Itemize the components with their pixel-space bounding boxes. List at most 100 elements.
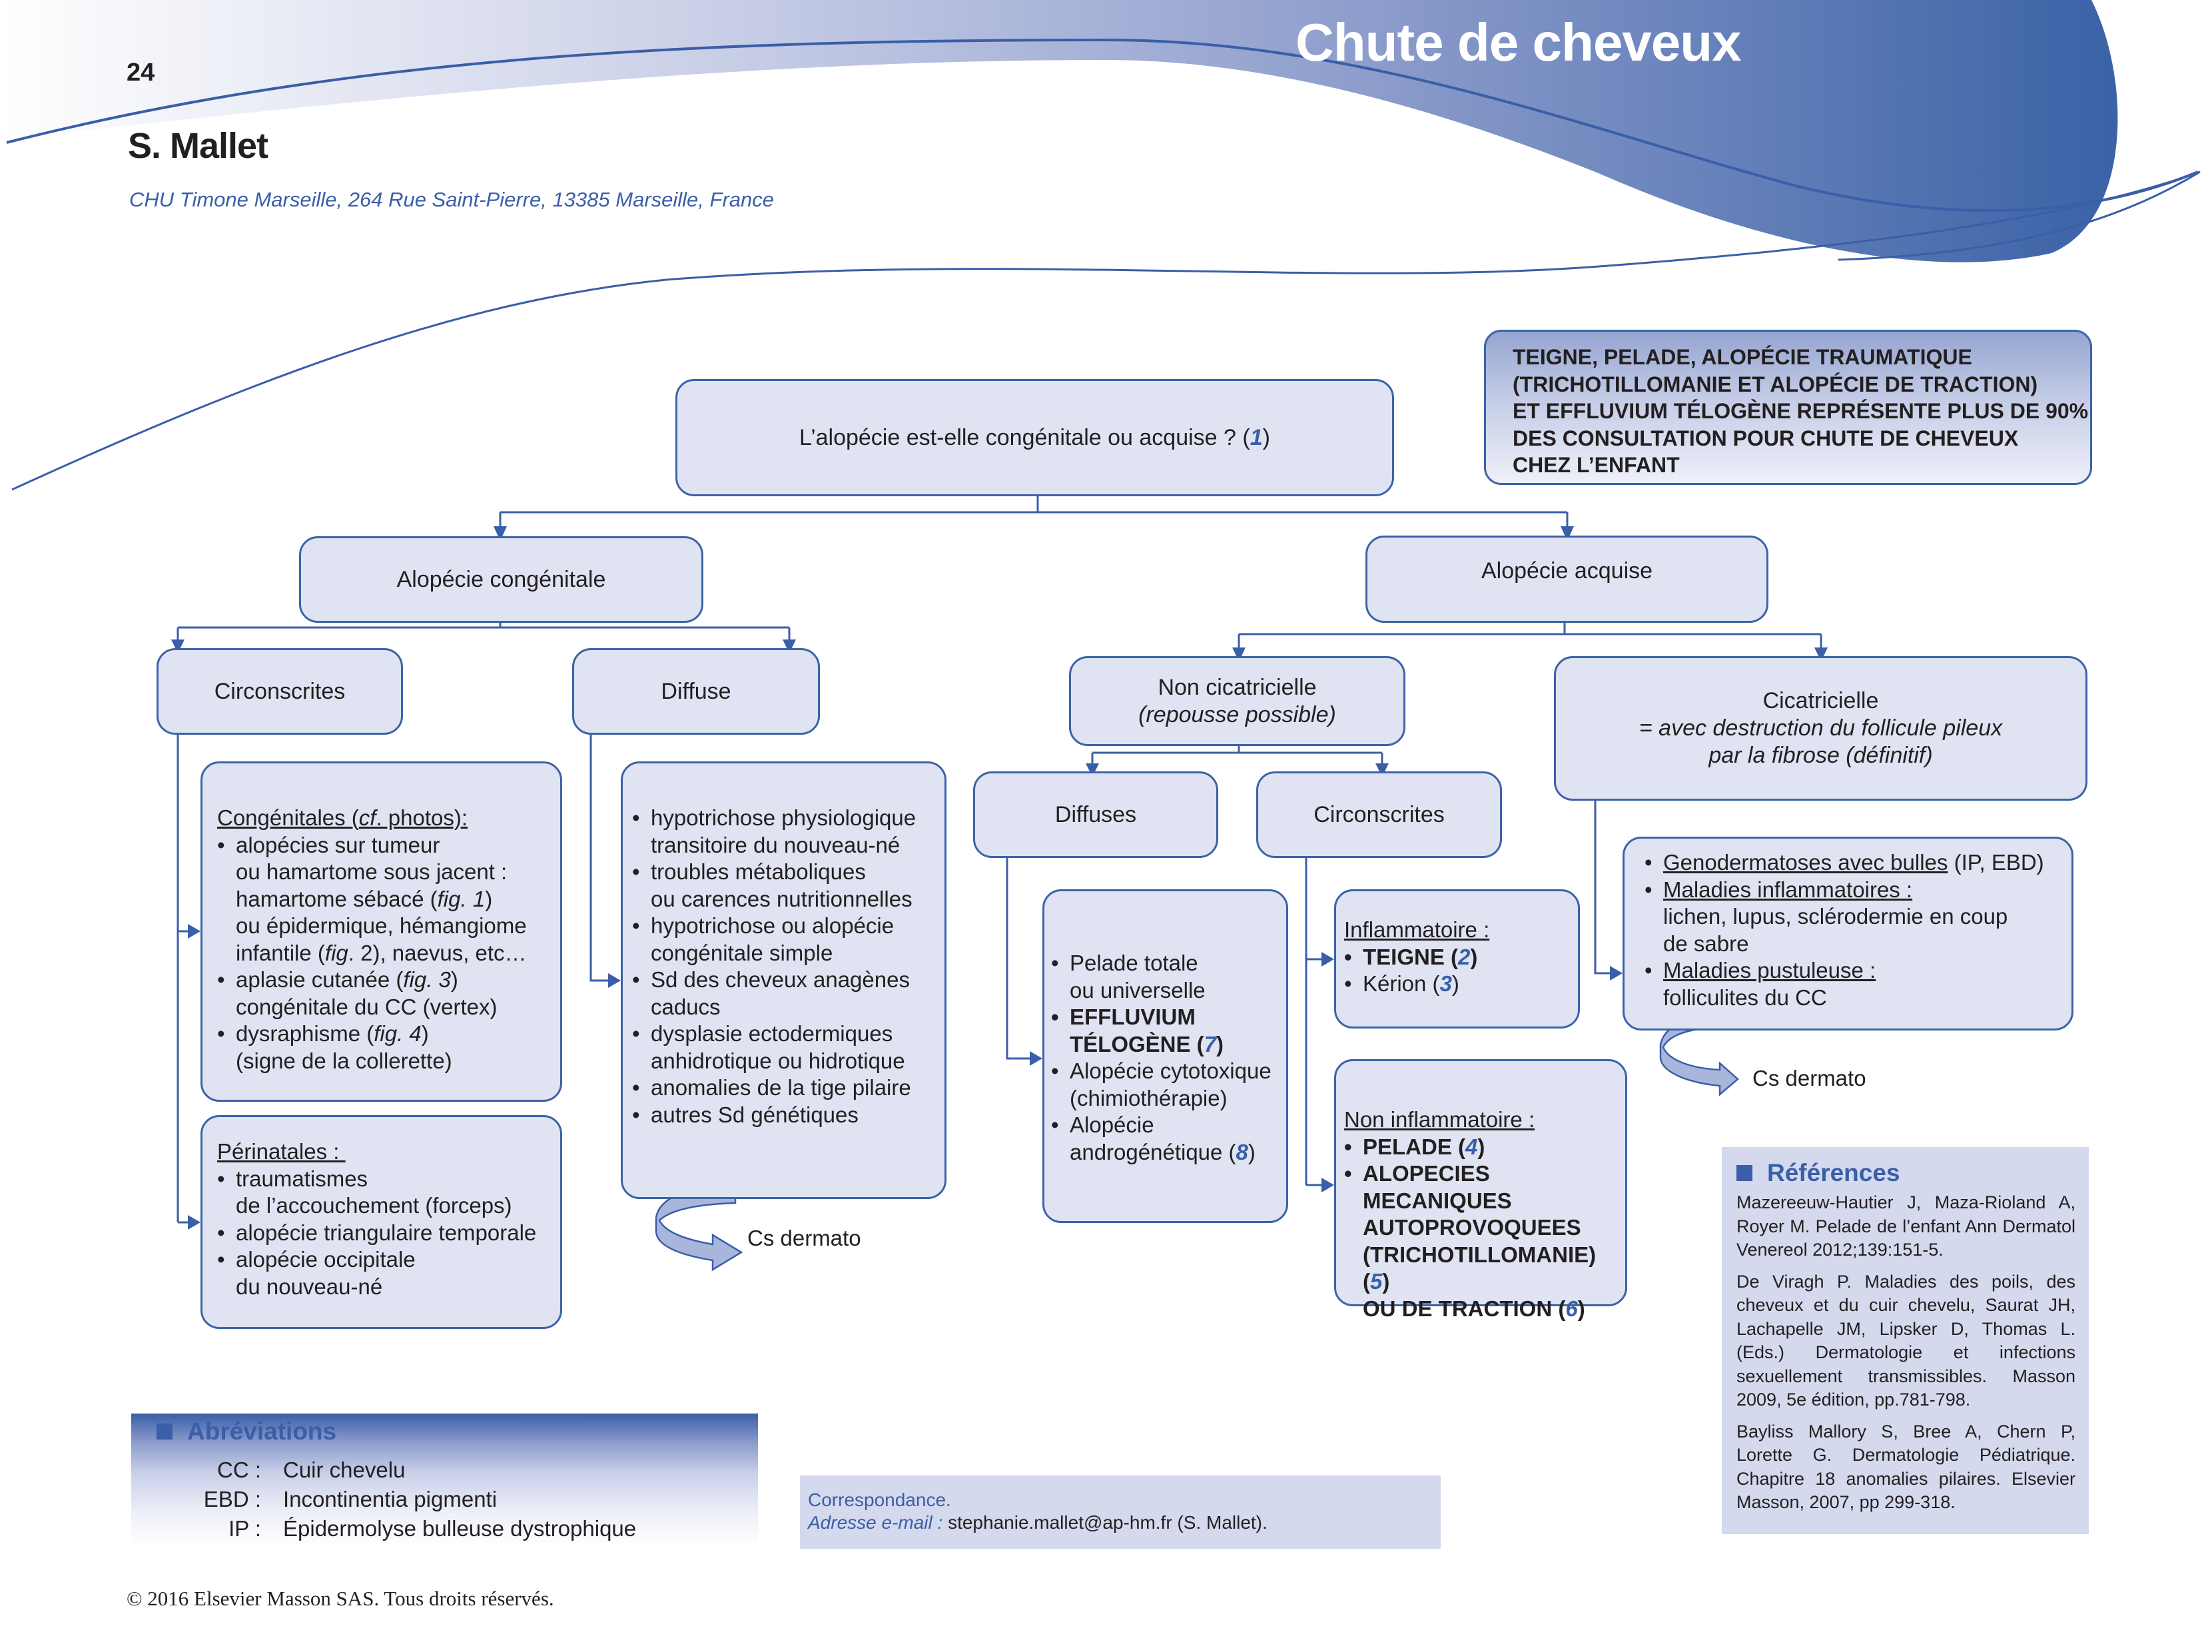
non-cicatricielle-label: Non cicatricielle — [1158, 674, 1317, 700]
page-number: 24 — [127, 59, 155, 87]
list-item: alopécies sur tumeur ou hamartome sous j… — [217, 832, 560, 967]
reference-link[interactable]: 5 — [1370, 1269, 1383, 1294]
acquise-box: Alopécie acquise — [1365, 536, 1768, 623]
list-item: Genodermatoses avec bulles (IP, EBD) — [1645, 849, 2071, 877]
acquise-label: Alopécie acquise — [1481, 558, 1653, 584]
cicatricielle-line3: par la fibrose (définitif) — [1708, 743, 1933, 768]
list-item: Alopécie cytotoxique(chimiothérapie) — [1051, 1058, 1286, 1112]
note-line: CHEZ L’ENFANT — [1513, 453, 1680, 477]
arrowhead — [1321, 1178, 1334, 1192]
line-diffuses — [1006, 858, 1032, 1060]
inflammatoire-box: Inflammatoire : TEIGNE (2) Kérion (3) — [1334, 889, 1580, 1029]
arrowhead — [1561, 526, 1574, 541]
root-question: L’alopécie est-elle congénitale ou acqui… — [799, 424, 1270, 450]
diffuses-label: Diffuses — [1054, 801, 1137, 827]
list-item: aplasie cutanée (fig. 3) congénitale du … — [217, 967, 560, 1021]
line-diffuse — [589, 735, 609, 982]
list-item: anomalies de la tige pilaire — [632, 1074, 944, 1102]
arrowheads — [171, 526, 1828, 1230]
reference-link[interactable]: 2 — [1458, 944, 1471, 969]
list-item: autres Sd génétiques — [632, 1102, 944, 1129]
non-cicatricielle-box: Non cicatricielle (repousse possible) — [1069, 656, 1405, 746]
circonscrites-box: Circonscrites — [157, 648, 403, 735]
list-item: TEIGNE (2) — [1344, 944, 1578, 971]
cs-dermato-label: Cs dermato — [1752, 1066, 1866, 1090]
reference-link[interactable]: 1 — [1250, 424, 1263, 450]
arrowhead — [1232, 647, 1246, 661]
connector-non-cicatricielle — [1092, 746, 1382, 754]
reference-link[interactable]: 4 — [1465, 1134, 1478, 1159]
arrowhead — [1814, 647, 1828, 661]
reference-link[interactable]: 6 — [1565, 1296, 1578, 1321]
square-bullet-icon — [1736, 1165, 1752, 1181]
circonscrites-acquise-box: Circonscrites — [1256, 771, 1502, 858]
note-line: TEIGNE, PELADE, ALOPÉCIE TRAUMATIQUE — [1513, 345, 1972, 369]
header-curve-line-1 — [6, 38, 2199, 212]
connector-congenitale — [178, 623, 789, 629]
non-inflammatoire-heading: Non inflammatoire : — [1344, 1107, 1535, 1132]
reference-item: Bayliss Mallory S, Bree A, Chern P, Lore… — [1736, 1421, 2075, 1513]
reference-link[interactable]: 8 — [1236, 1139, 1248, 1164]
list-item: Maladies inflammatoires :lichen, lupus, … — [1645, 877, 2071, 958]
cicatricielle-label: Cicatricielle — [1762, 688, 1879, 713]
list-item: alopécie triangulaire temporale — [217, 1220, 560, 1247]
figure-ref: fig. 4 — [374, 1021, 422, 1046]
copyright-footer: © 2016 Elsevier Masson SAS. Tous droits … — [127, 1587, 554, 1610]
perinatales-heading: Périnatales : — [217, 1139, 346, 1164]
arrowhead — [783, 639, 796, 653]
cicatricielle-box: Cicatricielle = avec destruction du foll… — [1554, 656, 2087, 801]
arrowhead — [1030, 1051, 1042, 1066]
figure-ref: fig. 3 — [403, 967, 451, 992]
reference-item: Mazereeuw-Hautier J, Maza-Rioland A, Roy… — [1736, 1192, 2075, 1260]
diffuse-label: Diffuse — [661, 678, 731, 704]
list-item: dysraphisme (fig. 4) (signe de la coller… — [217, 1021, 560, 1074]
arrowhead — [1610, 966, 1623, 981]
congenitales-content-box: Congénitales (cf. photos): alopécies sur… — [200, 761, 562, 1102]
circonscrites-label: Circonscrites — [214, 678, 346, 704]
list-item: PELADE (4) — [1344, 1134, 1625, 1161]
references-panel: Références Mazereeuw-Hautier J, Maza-Rio… — [1722, 1147, 2089, 1534]
reference-link[interactable]: 7 — [1204, 1031, 1217, 1056]
correspondance-panel: Correspondance. Adresse e-mail : stephan… — [800, 1475, 1441, 1549]
inflammatoire-heading: Inflammatoire : — [1344, 917, 1490, 942]
figure-ref: fig. 1 — [437, 886, 486, 911]
email-link[interactable]: stephanie.mallet@ap-hm.fr (S. Mallet). — [942, 1512, 1268, 1533]
arrowhead — [188, 924, 200, 939]
abbreviations-panel: Abréviations CC : Cuir chevelu EBD : Inc… — [131, 1414, 758, 1547]
arrowhead — [1086, 763, 1099, 777]
cs-dermato-label: Cs dermato — [747, 1226, 861, 1250]
arrowhead — [188, 1215, 200, 1230]
reference-link[interactable]: 3 — [1439, 971, 1452, 996]
header-curve-line-2 — [11, 171, 2201, 491]
congenitale-label: Alopécie congénitale — [396, 566, 606, 592]
arrowhead — [1375, 763, 1389, 777]
arrowhead — [494, 526, 507, 541]
header-curve-line-3 — [1838, 171, 2201, 261]
abbreviations-heading: Abréviations — [157, 1418, 336, 1446]
header-band — [0, 0, 2118, 262]
author-name: S. Mallet — [128, 126, 268, 166]
note-line: ET EFFLUVIUM TÉLOGÈNE REPRÉSENTE PLUS DE… — [1513, 399, 2089, 423]
arrowhead — [1321, 952, 1334, 967]
curved-arrow-icon — [655, 1183, 743, 1272]
list-item: Kérion (3) — [1344, 971, 1578, 998]
list-item: ALOPECIES MECANIQUES AUTOPROVOQUEES (TRI… — [1344, 1160, 1625, 1322]
email-label: Adresse e-mail : — [808, 1512, 943, 1533]
cicatricielle-content-box: Genodermatoses avec bulles (IP, EBD) Mal… — [1623, 837, 2073, 1031]
note-line: (TRICHOTILLOMANIE ET ALOPÉCIE DE TRACTIO… — [1513, 372, 2038, 396]
correspondance-title: Correspondance. — [808, 1489, 951, 1510]
diffuse-box: Diffuse — [572, 648, 820, 735]
connector-root — [500, 496, 1567, 514]
references-heading: Références — [1736, 1159, 2075, 1187]
congenitales-heading: Congénitales (cf. photos): — [217, 805, 468, 830]
line-cicatricielle — [1594, 801, 1613, 975]
congenitale-box: Alopécie congénitale — [299, 536, 703, 623]
reference-item: De Viragh P. Maladies des poils, des che… — [1736, 1271, 2075, 1410]
